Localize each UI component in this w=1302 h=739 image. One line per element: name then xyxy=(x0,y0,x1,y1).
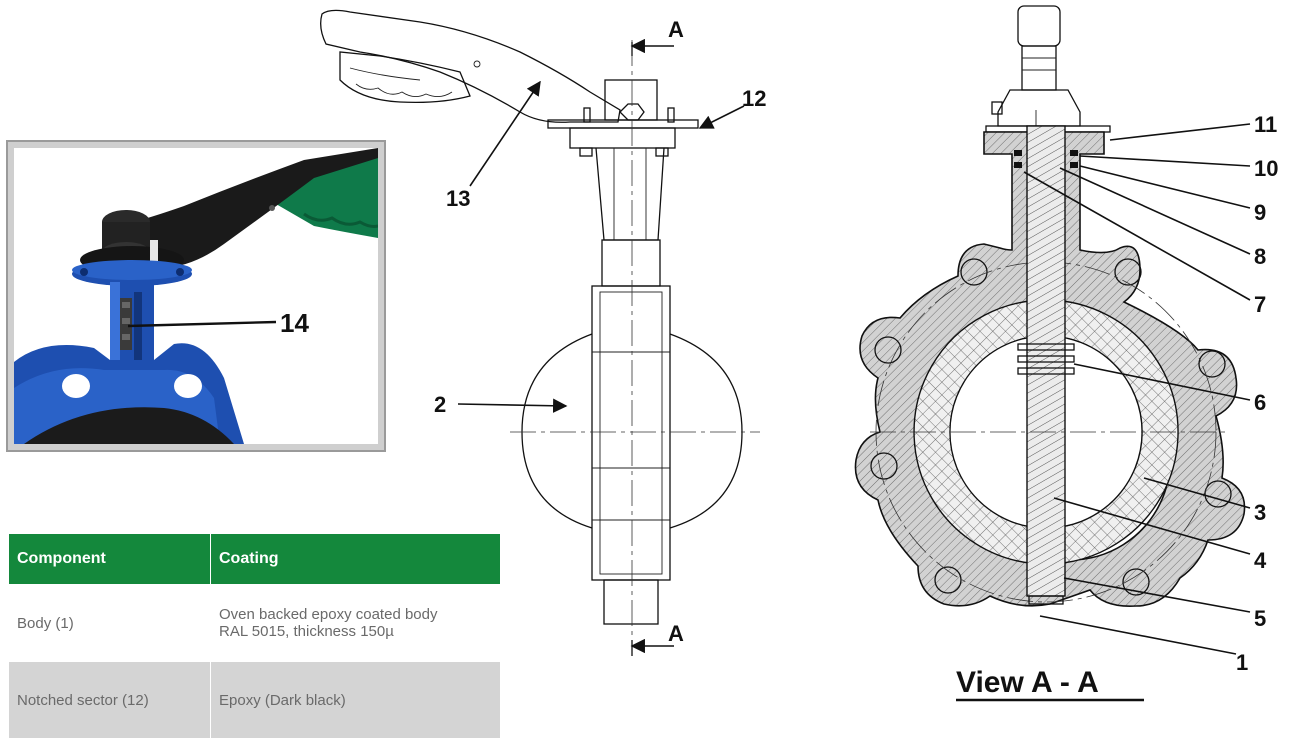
cell-coating: Epoxy (Dark black) xyxy=(210,661,501,739)
callout-5: 5 xyxy=(1254,606,1266,631)
callout-13: 13 xyxy=(446,186,470,211)
valve-photo-illustration xyxy=(14,148,378,444)
side-view: A A xyxy=(320,9,760,656)
coating-line: Oven backed epoxy coated body xyxy=(219,606,438,623)
coating-line: Epoxy (Dark black) xyxy=(219,691,346,709)
butterfly-valve-drawing: A A 13 12 2 xyxy=(320,5,1278,702)
table-header-row: Component Coating xyxy=(8,533,501,585)
shaft xyxy=(1026,125,1066,597)
cell-coating: Oven backed epoxy coated body RAL 5015, … xyxy=(210,584,501,662)
header-coating: Coating xyxy=(210,533,501,585)
callout-12: 12 xyxy=(742,86,766,111)
callout-2: 2 xyxy=(434,392,446,417)
section-letter-top: A xyxy=(668,17,684,42)
lever-black xyxy=(118,148,378,268)
valve-photo-inset xyxy=(6,140,386,452)
section-view: View A - A xyxy=(854,5,1246,702)
callout-7: 7 xyxy=(1254,292,1266,317)
callout-6: 6 xyxy=(1254,390,1266,415)
cell-component: Notched sector (12) xyxy=(8,661,211,739)
coating-table: Component Coating Body (1) Oven backed e… xyxy=(8,533,501,739)
callout-4: 4 xyxy=(1254,548,1267,573)
view-title: View A - A xyxy=(956,666,1099,699)
callout-11: 11 xyxy=(1254,112,1277,137)
table-row: Notched sector (12) Epoxy (Dark black) xyxy=(8,661,501,739)
lever-grip-outline xyxy=(339,51,471,104)
callout-9: 9 xyxy=(1254,200,1266,225)
section-letter-bottom: A xyxy=(668,621,684,646)
table-row: Body (1) Oven backed epoxy coated body R… xyxy=(8,584,501,662)
callout-8: 8 xyxy=(1254,244,1266,269)
coating-line: RAL 5015, thickness 150µ xyxy=(219,623,394,640)
callout-1: 1 xyxy=(1236,650,1248,675)
callout-10: 10 xyxy=(1254,156,1278,181)
side-view-callouts: 13 12 2 xyxy=(434,80,766,417)
callout-3: 3 xyxy=(1254,500,1266,525)
lever-handle-outline xyxy=(320,9,621,123)
header-component: Component xyxy=(8,533,211,585)
cell-component: Body (1) xyxy=(8,584,211,662)
section-view-callouts: 11 10 9 8 7 6 3 4 5 1 xyxy=(1023,112,1278,675)
